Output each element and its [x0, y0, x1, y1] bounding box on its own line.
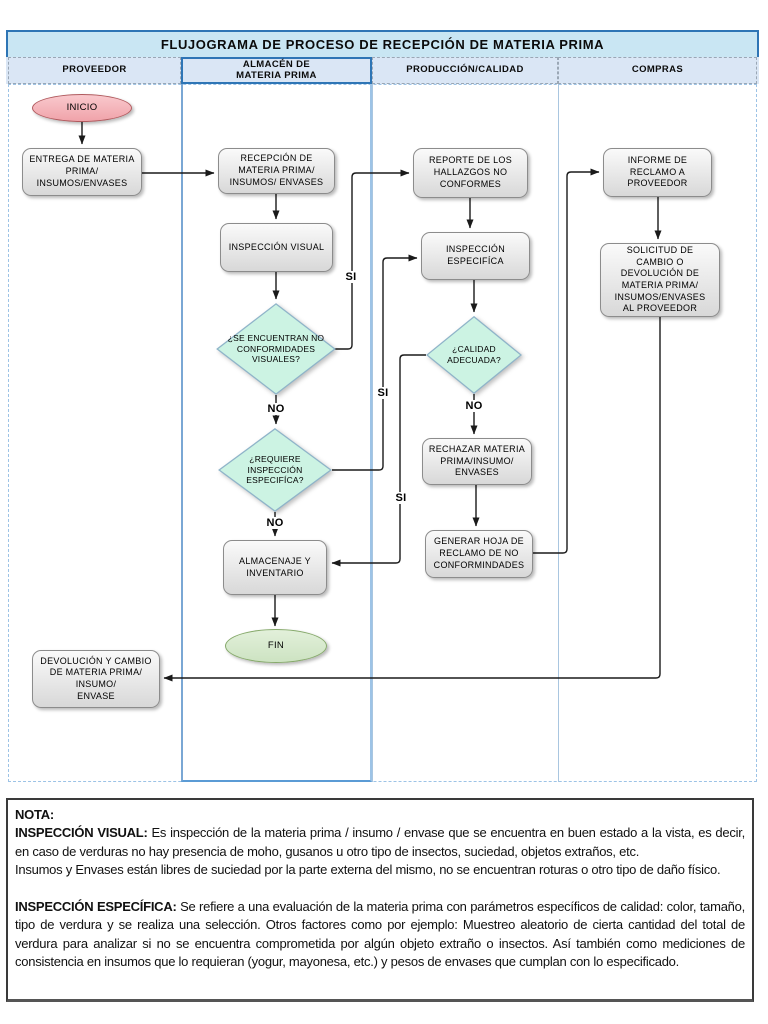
flow-decision-calidad-adecuada: ¿CALIDAD ADECUADA? — [426, 316, 522, 394]
flow-node-inicio: INICIO — [32, 94, 132, 122]
flow-node-recepcion: RECEPCIÓN DE MATERIA PRIMA/ INSUMOS/ ENV… — [218, 148, 335, 194]
lane-header-almacen: ALMACÉN DE MATERIA PRIMA — [181, 57, 372, 84]
swimlane-frame — [8, 84, 757, 782]
flow-node-reporte-hallazgos: REPORTE DE LOS HALLAZGOS NO CONFORMES — [413, 148, 528, 198]
edge-label-no-1: NO — [265, 403, 287, 415]
flow-node-almacenaje: ALMACENAJE Y INVENTARIO — [223, 540, 327, 595]
flow-node-rechazar: RECHAZAR MATERIA PRIMA/INSUMO/ ENVASES — [422, 438, 532, 485]
edge-label-no-2: NO — [264, 517, 286, 529]
flowchart-title: FLUJOGRAMA DE PROCESO DE RECEPCIÓN DE MA… — [6, 30, 759, 59]
nota-paragraph-inspeccion-visual: INSPECCIÓN VISUAL: Es inspección de la m… — [15, 825, 745, 859]
nota-box: NOTA: INSPECCIÓN VISUAL: Es inspección d… — [6, 798, 754, 1002]
edge-label-no-3: NO — [463, 400, 485, 412]
flow-node-solicitud-cambio: SOLICITUD DE CAMBIO O DEVOLUCIÓN DE MATE… — [600, 243, 720, 317]
lane-header-compras: COMPRAS — [558, 57, 757, 84]
nota-paragraph-insumos-envases: Insumos y Envases están libres de sucied… — [15, 862, 721, 878]
lane-header-row: PROVEEDOR ALMACÉN DE MATERIA PRIMA PRODU… — [6, 57, 759, 84]
lane-header-produccion: PRODUCCIÓN/CALIDAD — [372, 57, 558, 84]
flow-decision-requiere-inspeccion: ¿REQUIERE INSPECCIÓN ESPECIFÍCA? — [218, 428, 332, 512]
flow-node-devolucion: DEVOLUCIÓN Y CAMBIO DE MATERIA PRIMA/ IN… — [32, 650, 160, 708]
flow-decision-conformidades-visuales: ¿SE ENCUENTRAN NO CONFORMIDADES VISUALES… — [216, 303, 336, 395]
flow-node-informe-reclamo: INFORME DE RECLAMO A PROVEEDOR — [603, 148, 712, 197]
nota-paragraph-inspeccion-especifica: INSPECCIÓN ESPECÍFICA: Se refiere a una … — [15, 898, 745, 970]
flow-node-entrega: ENTREGA DE MATERIA PRIMA/ INSUMOS/ENVASE… — [22, 148, 142, 196]
flow-node-inspeccion-especifica: INSPECCIÓN ESPECIFÍCA — [421, 232, 530, 280]
lane-separator — [558, 84, 559, 782]
edge-label-si-2: SI — [375, 387, 391, 399]
edge-label-si-1: SI — [343, 271, 359, 283]
flow-node-generar-hoja-reclamo: GENERAR HOJA DE RECLAMO DE NO CONFORMIND… — [425, 530, 533, 578]
flow-node-fin: FIN — [225, 629, 327, 663]
edge-label-si-3: SI — [393, 492, 409, 504]
nota-title: NOTA: — [15, 807, 54, 822]
flow-node-inspeccion-visual: INSPECCIÓN VISUAL — [220, 223, 333, 272]
lane-separator — [372, 84, 373, 782]
lane-header-proveedor: PROVEEDOR — [8, 57, 181, 84]
